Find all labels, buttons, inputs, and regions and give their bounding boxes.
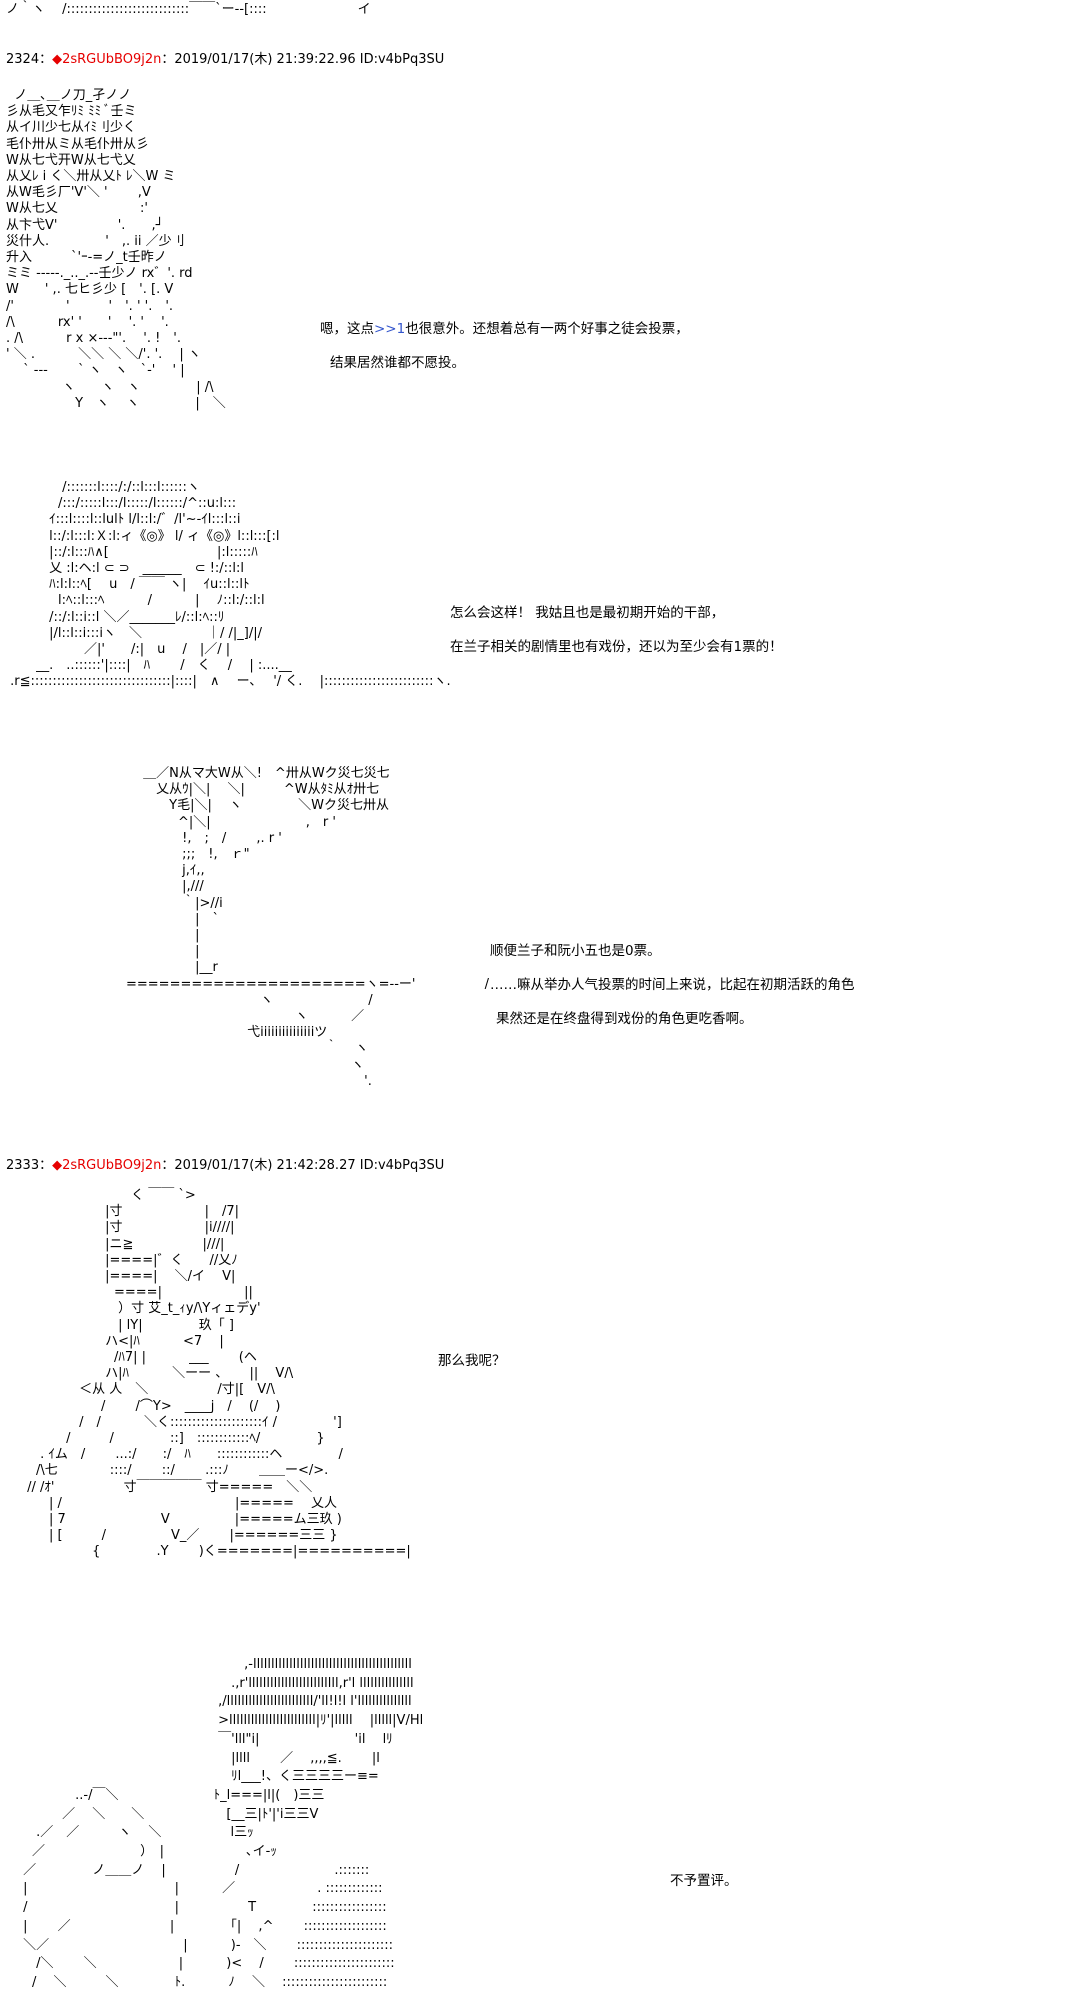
ascii-art-character-4: く ￣￣ `> |寸 | /7| |寸 |i////| |ニ≧ |///| |=… (27, 1188, 411, 1560)
dialogue-line: 嗯，这点>>1也很意外。还想着总有一两个好事之徒会投票， (320, 321, 689, 337)
dialogue-block: 不予置评。 (670, 1872, 738, 1906)
dialogue-line: 顺便兰子和阮小五也是0票。 (490, 943, 661, 959)
post-meta: ：2019/01/17(木) 21:42:28.27 ID:v4bPq3SU (161, 1158, 445, 1173)
post-number: 2324 (6, 52, 40, 67)
dialogue-line: 结果居然谁都不愿投。 (330, 355, 465, 371)
post-header: 2324：◆2sRGUbBO9j2n：2019/01/17(木) 21:39:2… (6, 52, 444, 68)
dialogue-line: 那么我呢？ (438, 1353, 506, 1369)
ascii-art-character-5: ,-llllllllllllllllllllllllllllllllllllll… (23, 1657, 424, 1990)
post-number: 2333 (6, 1158, 40, 1173)
dialogue-block: 那么我呢？ (438, 1352, 506, 1386)
post-header: 2333：◆2sRGUbBO9j2n：2019/01/17(木) 21:42:2… (6, 1158, 444, 1174)
post-meta: ：2019/01/17(木) 21:39:22.96 ID:v4bPq3SU (161, 52, 445, 67)
dialogue-block: 顺便兰子和阮小五也是0票。 ……嘛从举办人气投票的时间上来说，比起在初期活跃的角… (490, 942, 855, 1044)
ascii-art-character-1: ノ＿､＿ノ刀_孑ノノ 彡从毛又乍ﾘﾐ ﾐﾐ ﾞ壬ミ 从イ川少七从ｲﾐ刂少く 毛仆… (6, 88, 226, 411)
dialogue-block: 嗯，这点>>1也很意外。还想着总有一两个好事之徒会投票， 结果居然谁都不愿投。 (320, 320, 689, 388)
post-separator: ： (39, 52, 53, 67)
post-separator: ： (39, 1158, 53, 1173)
ascii-art-fragment-top: ノ｀ヽ /::::::::::::::::::::::::::::￣￣`ー--[… (6, 2, 371, 17)
dialogue-line: ……嘛从举办人气投票的时间上来说，比起在初期活跃的角色 (490, 977, 855, 993)
dialogue-line: 不予置评。 (670, 1873, 738, 1889)
dialogue-line: 在兰子相关的剧情里也有戏份，还以为至少会有1票的！ (450, 639, 783, 655)
poster-tripcode: ◆2sRGUbBO9j2n (52, 52, 162, 67)
dialogue-line: 怎么会这样！ 我姑且也是最初期开始的干部， (450, 605, 725, 621)
ascii-art-character-2: /:::::::l::::/:/::l:::l::::::ヽ /:::/::::… (10, 480, 451, 690)
reply-reference-link[interactable]: >>1 (374, 321, 406, 337)
poster-tripcode: ◆2sRGUbBO9j2n (52, 1158, 162, 1173)
ascii-art-character-3: ＿／N从マ大W从＼! ^卅从Wク災七災七 乂从ｳ|＼| ＼| ^W从ﾀﾐ从ｵ卅七… (126, 766, 489, 1089)
dialogue-line: 果然还是在终盘得到戏份的角色更吃香啊。 (496, 1011, 753, 1027)
dialogue-block: 怎么会这样！ 我姑且也是最初期开始的干部， 在兰子相关的剧情里也有戏份，还以为至… (450, 604, 783, 672)
